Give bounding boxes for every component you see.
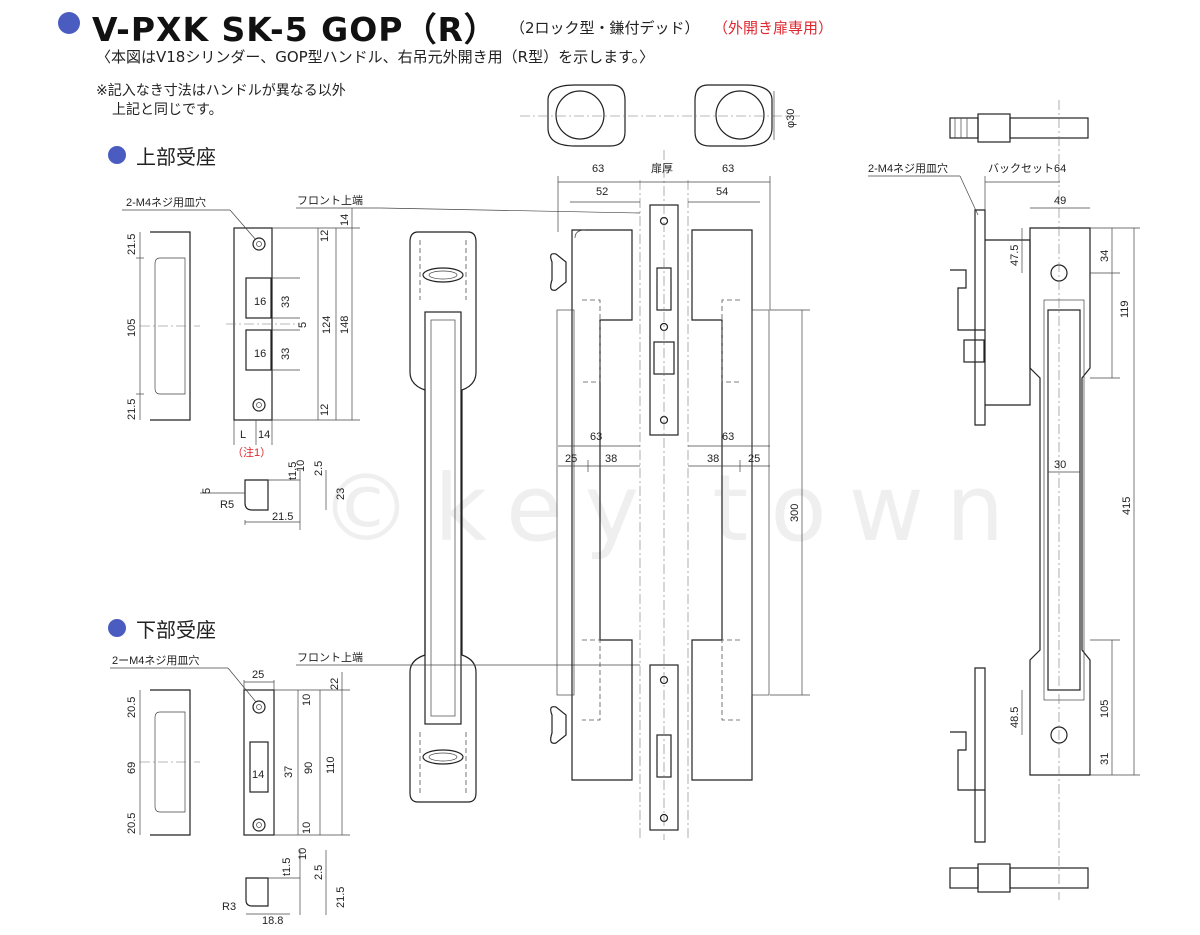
dim-lower-d: 25 xyxy=(252,669,264,681)
dim-upper-u: R5 xyxy=(220,499,234,511)
dim-lower-j: 110 xyxy=(325,756,337,774)
dim-upper-o: 14 xyxy=(258,429,270,441)
section-title-upper: 上部受座 xyxy=(136,145,216,169)
lock-side-view xyxy=(949,100,1091,900)
title-bullet-icon xyxy=(58,12,80,34)
handle-side-view xyxy=(550,150,770,840)
dim-center-d: 54 xyxy=(716,186,728,198)
dim-center-a: 63 xyxy=(592,163,604,175)
diagram-caption: 〈本図はV18シリンダー、GOP型ハンドル、右吊元外開き用（R型）を示します。〉 xyxy=(96,48,655,66)
dim-upper-t: 23 xyxy=(335,488,347,500)
dim-center-b: 63 xyxy=(722,163,734,175)
section-bullet-icon xyxy=(108,619,126,637)
dim-lower-l: t1.5 xyxy=(281,858,293,876)
dim-lower-i: 90 xyxy=(303,762,315,774)
dim-center-k: 300 xyxy=(789,504,801,522)
dim-center-f: 63 xyxy=(722,431,734,443)
lower-strike-profile xyxy=(245,850,327,915)
dim-side-e: 30 xyxy=(1054,459,1066,471)
dim-upper-n: L xyxy=(240,429,246,441)
dim-lower-a: 20.5 xyxy=(126,697,138,718)
dim-side-g: 105 xyxy=(1099,700,1111,718)
dim-lower-n: 2.5 xyxy=(313,865,325,880)
label-backset: バックセット64 xyxy=(988,162,1066,175)
label-door-thickness: 扉厚 xyxy=(651,162,673,175)
dim-side-c: 34 xyxy=(1099,250,1111,262)
dim-upper-i: 124 xyxy=(321,316,333,334)
dim-lower-q: 18.8 xyxy=(262,915,283,927)
dim-lower-b: 69 xyxy=(126,762,138,774)
dimension-note: ※記入なき寸法はハンドルが異なる以外 xyxy=(96,83,346,99)
dim-lower-o: 21.5 xyxy=(335,887,347,908)
label-screw-hole-side: 2-M4ネジ用皿穴 xyxy=(868,161,948,175)
dim-upper-h: 5 xyxy=(297,322,309,328)
dimension-note-cont: 上記と同じです。 xyxy=(112,102,223,118)
dim-center-g: 25 xyxy=(565,453,577,465)
dim-lower-e: 22 xyxy=(329,678,341,690)
handle-front-view xyxy=(409,231,477,803)
dim-center-e: 63 xyxy=(590,431,602,443)
page-title: V-PXK SK-5 GOP（R） xyxy=(92,10,498,49)
lower-strike-side-view xyxy=(139,689,200,836)
dim-upper-a: 21.5 xyxy=(126,234,138,255)
dim-upper-s: 5 xyxy=(201,488,213,494)
dim-upper-c: 21.5 xyxy=(126,399,138,420)
dim-center-c: 52 xyxy=(596,186,608,198)
dim-side-a: 49 xyxy=(1054,195,1066,207)
dim-upper-p: t1.5 xyxy=(287,462,299,480)
dim-upper-l: 33 xyxy=(280,348,292,360)
label-front-top-lower: フロント上端 xyxy=(297,651,363,664)
upper-strike-side-view xyxy=(136,231,200,421)
label-screw-hole-upper: 2-M4ネジ用皿穴 xyxy=(126,195,206,209)
dim-upper-r: 2.5 xyxy=(313,461,325,476)
dim-upper-v: 21.5 xyxy=(272,511,293,523)
dim-upper-k: 16 xyxy=(254,348,266,360)
upper-strike-plate xyxy=(226,227,300,445)
section-title-lower: 下部受座 xyxy=(136,618,216,642)
label-screw-hole-lower: 2ーM4ネジ用皿穴 xyxy=(112,653,199,667)
lower-strike-plate xyxy=(243,680,275,836)
label-front-top-upper: フロント上端 xyxy=(297,194,363,207)
dim-side-i: 31 xyxy=(1099,753,1111,765)
dim-upper-q: 10 xyxy=(295,460,307,472)
dim-lower-c: 20.5 xyxy=(126,813,138,834)
upper-strike-profile xyxy=(200,470,327,530)
section-bullet-icon xyxy=(108,146,126,164)
watermark: ©key town xyxy=(320,455,1026,562)
handle-top-view xyxy=(520,84,800,147)
dim-side-h: 48.5 xyxy=(1009,707,1021,728)
dim-upper-g: 33 xyxy=(280,296,292,308)
dim-side-d: 119 xyxy=(1119,300,1131,318)
footnote-label: （注1） xyxy=(232,445,271,459)
dim-center-i: 38 xyxy=(707,453,719,465)
title-subtitle: （2ロック型・鎌付デッド） xyxy=(510,19,700,37)
dim-center-h: 38 xyxy=(605,453,617,465)
dim-lower-m: 10 xyxy=(297,848,309,860)
dim-lower-k: 10 xyxy=(301,822,313,834)
dim-lower-h: 37 xyxy=(283,766,295,778)
title-note: （外開き扉専用） xyxy=(713,19,834,37)
dim-upper-j: 148 xyxy=(339,316,351,334)
dim-upper-f: 16 xyxy=(254,296,266,308)
dim-upper-m: 12 xyxy=(319,404,331,416)
dim-lower-p: R3 xyxy=(222,901,236,913)
dim-side-b: 47.5 xyxy=(1009,245,1021,266)
dim-center-l: φ30 xyxy=(785,109,797,128)
dim-upper-d: 14 xyxy=(339,214,351,226)
dim-center-j: 25 xyxy=(748,453,760,465)
dim-lower-f: 10 xyxy=(301,694,313,706)
dim-side-f: 415 xyxy=(1121,497,1133,515)
dim-upper-e: 12 xyxy=(319,230,331,242)
dim-lower-g: 14 xyxy=(252,769,264,781)
dim-upper-b: 105 xyxy=(126,319,138,337)
